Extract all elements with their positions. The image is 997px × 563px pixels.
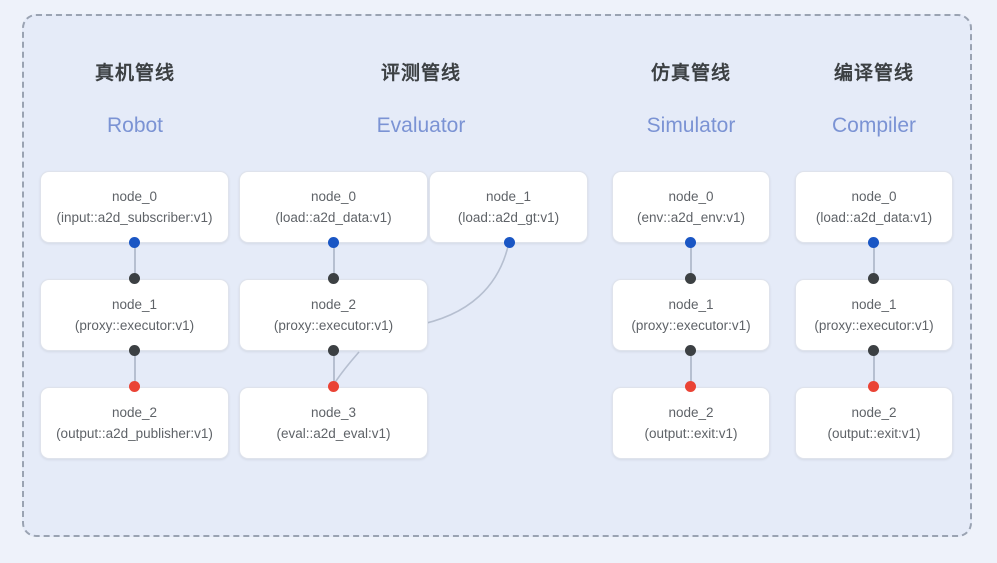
node-impl: (input::a2d_subscriber:v1) [56, 210, 213, 225]
node-impl: (load::a2d_data:v1) [815, 210, 933, 225]
node-impl: (proxy::executor:v1) [273, 318, 394, 333]
node-evaluator-0[interactable]: node_0 (load::a2d_data:v1) [239, 171, 428, 243]
node-name: node_2 [310, 297, 357, 312]
node-impl: (output::a2d_publisher:v1) [56, 426, 213, 441]
node-name: node_0 [668, 189, 714, 204]
port-output-simulator-0[interactable] [685, 237, 696, 248]
node-name: node_1 [851, 297, 897, 312]
port-output-robot-0[interactable] [129, 237, 140, 248]
port-input-simulator-1[interactable] [685, 273, 696, 284]
port-output-robot-1[interactable] [129, 345, 140, 356]
port-input-evaluator-2[interactable] [328, 273, 339, 284]
edge-evaluator-2-3 [333, 350, 335, 390]
node-simulator-2[interactable]: node_2 (output::exit:v1) [612, 387, 770, 459]
node-impl: (output::exit:v1) [827, 426, 921, 441]
port-output-evaluator-1-gt[interactable] [504, 237, 515, 248]
node-compiler-2[interactable]: node_2 (output::exit:v1) [795, 387, 953, 459]
port-input-robot-1[interactable] [129, 273, 140, 284]
port-input-simulator-2[interactable] [685, 381, 696, 392]
port-input-evaluator-3[interactable] [328, 381, 339, 392]
node-name: node_1 [668, 297, 714, 312]
node-robot-1[interactable]: node_1 (proxy::executor:v1) [40, 279, 229, 351]
node-impl: (output::exit:v1) [644, 426, 738, 441]
node-evaluator-3[interactable]: node_3 (eval::a2d_eval:v1) [239, 387, 428, 459]
node-simulator-0[interactable]: node_0 (env::a2d_env:v1) [612, 171, 770, 243]
node-impl: (proxy::executor:v1) [631, 318, 751, 333]
node-robot-2[interactable]: node_2 (output::a2d_publisher:v1) [40, 387, 229, 459]
edge-robot-1-2 [134, 350, 136, 390]
node-impl: (load::a2d_data:v1) [275, 210, 392, 225]
edge-robot-0-1 [134, 242, 136, 282]
edge-simulator-0-1 [690, 242, 692, 282]
node-name: node_2 [668, 405, 714, 420]
node-name: node_0 [111, 189, 158, 204]
node-name: node_0 [310, 189, 357, 204]
node-name: node_1 [485, 189, 532, 204]
node-name: node_1 [111, 297, 158, 312]
edge-evaluator-0-2 [333, 242, 335, 282]
node-impl: (env::a2d_env:v1) [636, 210, 746, 225]
node-compiler-1[interactable]: node_1 (proxy::executor:v1) [795, 279, 953, 351]
port-output-compiler-1[interactable] [868, 345, 879, 356]
edge-compiler-1-2 [873, 350, 875, 390]
node-evaluator-1-gt[interactable]: node_1 (load::a2d_gt:v1) [429, 171, 588, 243]
node-evaluator-2[interactable]: node_2 (proxy::executor:v1) [239, 279, 428, 351]
node-name: node_0 [851, 189, 897, 204]
port-output-simulator-1[interactable] [685, 345, 696, 356]
port-output-evaluator-0[interactable] [328, 237, 339, 248]
node-simulator-1[interactable]: node_1 (proxy::executor:v1) [612, 279, 770, 351]
edge-compiler-0-1 [873, 242, 875, 282]
port-output-evaluator-2[interactable] [328, 345, 339, 356]
node-name: node_2 [851, 405, 897, 420]
node-impl: (load::a2d_gt:v1) [457, 210, 560, 225]
node-impl: (eval::a2d_eval:v1) [276, 426, 391, 441]
node-robot-0[interactable]: node_0 (input::a2d_subscriber:v1) [40, 171, 229, 243]
port-input-robot-2[interactable] [129, 381, 140, 392]
port-output-compiler-0[interactable] [868, 237, 879, 248]
node-name: node_2 [111, 405, 158, 420]
node-name: node_3 [310, 405, 357, 420]
port-input-compiler-2[interactable] [868, 381, 879, 392]
node-compiler-0[interactable]: node_0 (load::a2d_data:v1) [795, 171, 953, 243]
port-input-compiler-1[interactable] [868, 273, 879, 284]
edge-simulator-1-2 [690, 350, 692, 390]
node-impl: (proxy::executor:v1) [814, 318, 934, 333]
node-impl: (proxy::executor:v1) [74, 318, 195, 333]
